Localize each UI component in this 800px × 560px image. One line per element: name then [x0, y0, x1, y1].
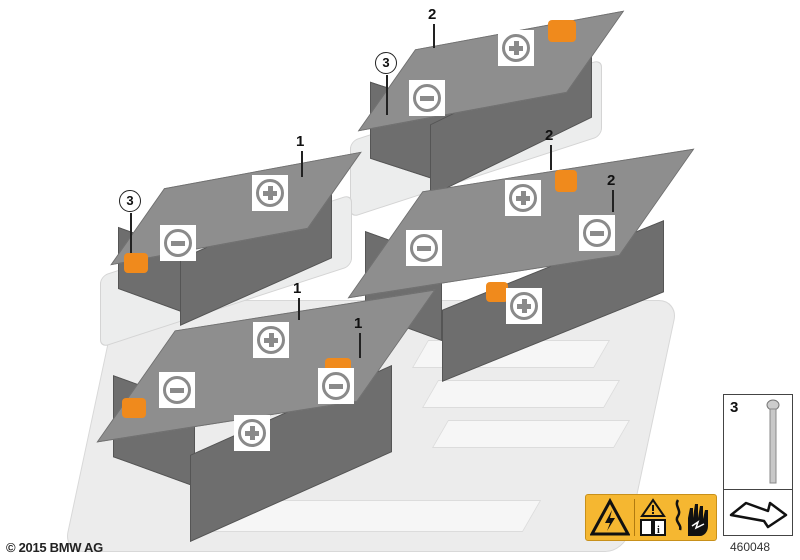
minus-pole-icon: [579, 215, 615, 251]
callout-3: 3: [119, 190, 141, 212]
plus-pole-icon: [498, 30, 534, 66]
plus-pole-icon: [505, 180, 541, 216]
minus-pole-icon: [409, 80, 445, 116]
callout-1: 1: [354, 315, 363, 332]
callout-leader: [130, 213, 132, 253]
callout-leader: [386, 75, 388, 115]
callout-3: 3: [375, 52, 397, 74]
plus-pole-icon: [506, 288, 542, 324]
callout-leader: [298, 298, 300, 320]
hv-connector: [122, 398, 146, 418]
callout-2: 2: [545, 127, 554, 144]
minus-pole-icon: [160, 225, 196, 261]
minus-pole-icon: [406, 230, 442, 266]
svg-text:i: i: [657, 525, 660, 536]
housing-rib: [431, 420, 631, 448]
plus-pole-icon: [234, 415, 270, 451]
callout-1: 1: [296, 133, 305, 150]
callout-1: 1: [293, 280, 302, 297]
label-divider: [634, 499, 635, 536]
callout-leader: [612, 190, 614, 212]
callout-2: 2: [607, 172, 616, 189]
legend-divider: [724, 489, 792, 490]
diagram-part-number: 460048: [730, 540, 771, 554]
legend-item-number: 3: [730, 399, 739, 416]
parts-legend: 3: [723, 394, 793, 536]
plus-pole-icon: [252, 175, 288, 211]
warning-label: i: [585, 494, 717, 541]
callout-leader: [359, 333, 361, 358]
copyright-text: © 2015 BMW AG: [6, 540, 103, 555]
hv-connector: [486, 282, 508, 302]
callout-leader: [433, 24, 435, 48]
minus-pole-icon: [159, 372, 195, 408]
hv-connector: [555, 170, 577, 192]
high-voltage-warning-icon: [590, 498, 630, 536]
housing-rib: [421, 380, 621, 408]
read-manual-icon: i: [640, 498, 666, 536]
hv-connector: [124, 253, 148, 273]
plus-pole-icon: [253, 322, 289, 358]
callout-leader: [301, 151, 303, 177]
callout-leader: [550, 145, 552, 170]
minus-pole-icon: [318, 368, 354, 404]
arrow-position-icon: [729, 501, 788, 529]
callout-2: 2: [428, 6, 437, 23]
screw-icon: [766, 399, 780, 484]
hv-connector: [548, 20, 576, 42]
wear-insulated-gloves-icon: [675, 499, 708, 536]
